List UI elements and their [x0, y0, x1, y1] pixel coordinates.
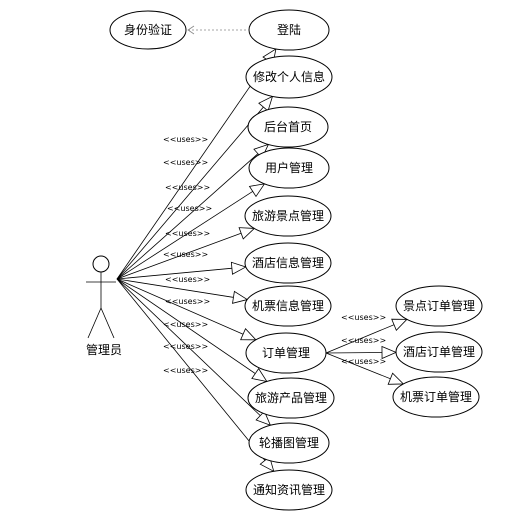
assoc-user-mgmt-line — [116, 183, 265, 280]
assoc-backend-home-arrowhead — [253, 143, 270, 159]
assoc-scenic-mgmt-line — [116, 228, 255, 280]
use-case-scenic-order-mgmt[interactable] — [395, 285, 483, 327]
assoc-news-mgmt-line — [116, 278, 275, 472]
use-case-ticket-info-mgmt-label: 机票信息管理 — [252, 298, 324, 313]
actor: 管理员 — [86, 255, 122, 357]
use-case-login[interactable] — [248, 9, 330, 51]
use-case-backend-home[interactable] — [247, 106, 329, 148]
use-case-news-mgmt[interactable] — [245, 469, 333, 511]
use-case-hotel-order-mgmt-label: 酒店订单管理 — [403, 344, 475, 359]
association-lines: <<uses>> <<uses>> <<uses>> <<uses>> <<uses>>… — [116, 48, 408, 473]
assoc-ticket-info-mgmt-arrowhead — [232, 290, 249, 304]
include-arrowhead — [187, 25, 195, 35]
use-case-news-mgmt-label: 通知资讯管理 — [253, 482, 325, 497]
use-case-login-label: 登陆 — [277, 22, 301, 37]
use-case-hotel-order-mgmt[interactable] — [395, 331, 483, 373]
use-case-edit-profile[interactable] — [245, 55, 333, 99]
use-case-hotel-info-mgmt-label: 酒店信息管理 — [252, 255, 324, 270]
assoc-product-mgmt-line — [116, 278, 268, 382]
assoc-edit-profile-arrowhead — [258, 95, 274, 112]
uses-ticket-order-mgmt-arrowhead — [387, 372, 405, 385]
assoc-carousel-mgmt-line — [116, 278, 271, 426]
uses-label: <<uses>> — [165, 183, 210, 192]
actor-leg-right — [100, 307, 115, 339]
uses-label: <<uses>> — [341, 336, 386, 345]
uses-label: <<uses>> — [165, 275, 210, 284]
use-case-product-mgmt[interactable] — [247, 377, 335, 419]
assoc-ticket-info-mgmt-line — [116, 278, 248, 300]
use-case-shapes: 登陆修改个人信息后台首页用户管理旅游景点管理酒店信息管理机票信息管理订单管理旅游… — [244, 9, 483, 511]
uses-label: <<uses>> — [163, 158, 208, 167]
uses-label: <<uses>> — [341, 313, 386, 322]
use-case-carousel-mgmt-label: 轮播图管理 — [259, 435, 319, 450]
uses-label: <<uses>> — [163, 320, 208, 329]
assoc-hotel-info-mgmt-line — [116, 266, 246, 280]
use-case-product-mgmt-label: 旅游产品管理 — [255, 390, 327, 405]
use-case-hotel-info-mgmt[interactable] — [244, 242, 332, 284]
use-case-ticket-order-mgmt[interactable] — [392, 376, 480, 418]
use-case-scenic-mgmt-label: 旅游景点管理 — [252, 208, 324, 223]
uses-scenic-order-mgmt-arrowhead — [391, 318, 408, 331]
uses-scenic-order-mgmt-line — [325, 318, 408, 354]
use-case-user-mgmt-label: 用户管理 — [265, 160, 313, 175]
use-case-edit-profile-label: 修改个人信息 — [253, 69, 325, 84]
use-case-ticket-info-mgmt[interactable] — [244, 285, 332, 327]
assoc-order-mgmt-line — [116, 278, 257, 341]
assoc-product-mgmt-arrowhead — [251, 367, 268, 383]
use-case-scenic-order-mgmt-label: 景点订单管理 — [403, 298, 475, 313]
use-case-ticket-order-mgmt-label: 机票订单管理 — [400, 389, 472, 404]
uses-label: <<uses>> — [163, 366, 208, 375]
assoc-scenic-mgmt-arrowhead — [238, 227, 256, 240]
uses-label: <<uses>> — [163, 342, 208, 351]
actor-head — [92, 255, 110, 273]
uses-label: <<uses>> — [163, 135, 208, 144]
assoc-hotel-info-mgmt-arrowhead — [230, 261, 247, 275]
uses-hotel-order-mgmt-arrowhead — [381, 345, 398, 360]
assoc-user-mgmt-arrowhead — [248, 183, 266, 198]
use-case-auth[interactable] — [109, 10, 187, 50]
actor-leg-left — [87, 307, 102, 339]
use-case-scenic-mgmt[interactable] — [244, 195, 332, 237]
uses-label: <<uses>> — [165, 229, 210, 238]
uses-label: <<uses>> — [163, 250, 208, 259]
uses-label: <<uses>> — [167, 204, 212, 213]
use-case-auth-label: 身份验证 — [124, 22, 172, 37]
use-case-user-mgmt[interactable] — [248, 147, 330, 189]
use-case-order-mgmt-label: 订单管理 — [262, 345, 310, 360]
uses-label: <<uses>> — [165, 297, 210, 306]
use-case-carousel-mgmt[interactable] — [248, 422, 330, 464]
actor-label: 管理员 — [86, 342, 122, 357]
uses-label: <<uses>> — [341, 357, 386, 366]
use-case-backend-home-label: 后台首页 — [264, 119, 312, 134]
assoc-carousel-mgmt-arrowhead — [255, 410, 272, 426]
assoc-edit-profile-line — [116, 96, 273, 280]
assoc-order-mgmt-arrowhead — [240, 327, 257, 341]
assoc-login-line — [116, 48, 277, 280]
assoc-backend-home-line — [116, 144, 269, 280]
auth-group: 身份验证 — [109, 10, 248, 50]
use-case-order-mgmt[interactable] — [245, 332, 327, 374]
